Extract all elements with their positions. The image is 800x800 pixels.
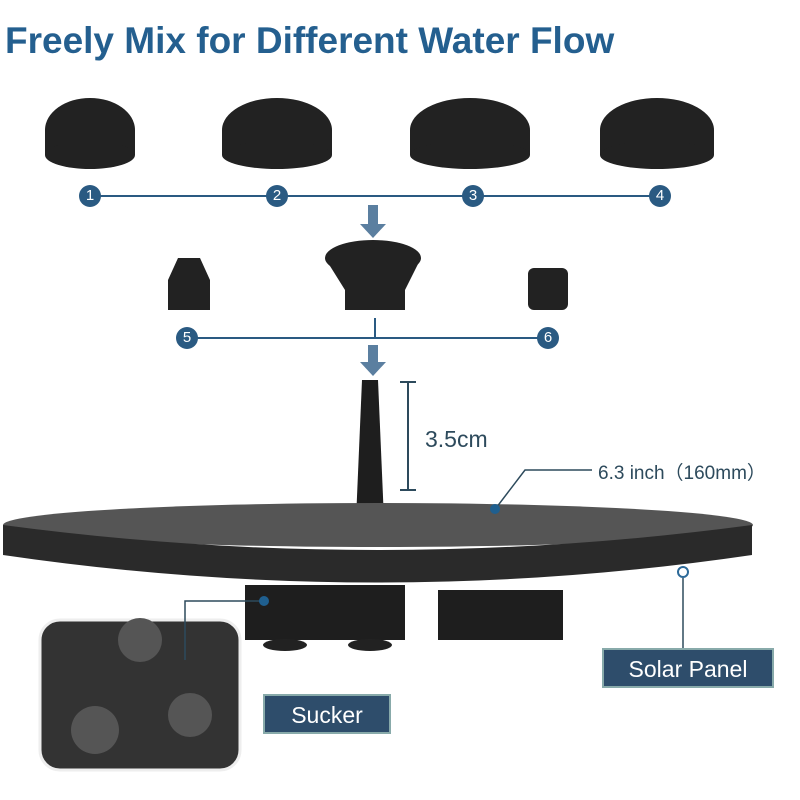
nozzle-number-2: 2 xyxy=(266,185,288,207)
page-title: Freely Mix for Different Water Flow xyxy=(5,20,615,61)
sucker-label: Sucker xyxy=(263,694,391,734)
solar-panel-label: Solar Panel xyxy=(602,648,774,688)
height-label: 3.5cm xyxy=(425,426,488,452)
nozzle-number-1: 1 xyxy=(79,185,101,207)
nozzle-number-5: 5 xyxy=(176,327,198,349)
nozzle-number-3: 3 xyxy=(462,185,484,207)
nozzle-number-4: 4 xyxy=(649,185,671,207)
nozzle-number-6: 6 xyxy=(537,327,559,349)
diameter-label: 6.3 inch（160mm） xyxy=(598,463,766,484)
